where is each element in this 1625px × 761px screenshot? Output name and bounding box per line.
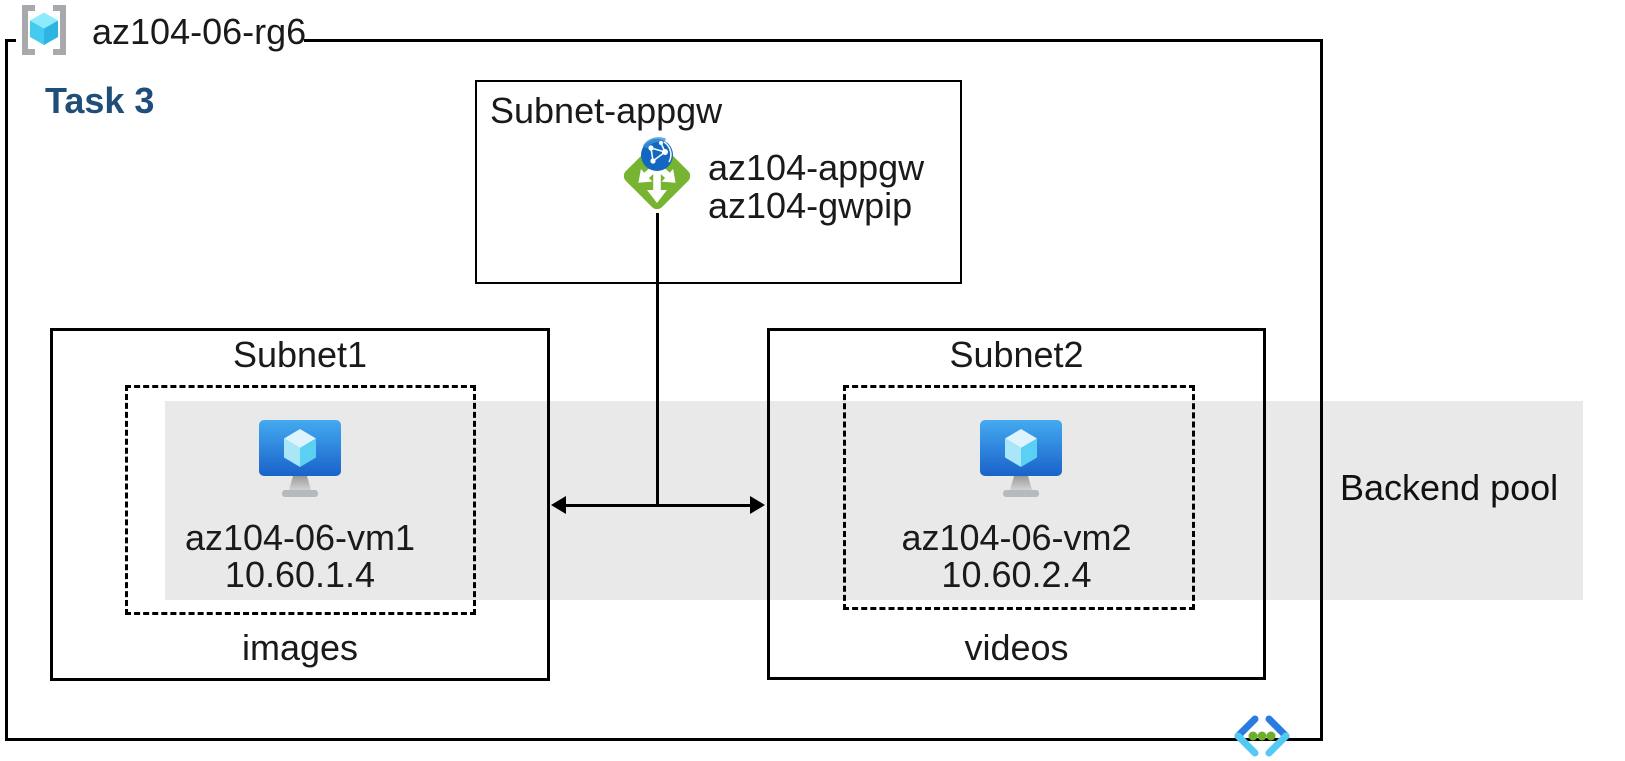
vm1-name: az104-06-vm1 xyxy=(184,517,416,558)
subnet2-title: Subnet2 xyxy=(949,334,1084,375)
connector-appgw-vertical-line xyxy=(656,213,659,506)
appgw-public-ip: az104-gwpip xyxy=(708,185,913,226)
backend-pool-label: Backend pool xyxy=(1340,467,1559,508)
vm1-labels: az104-06-vm1 10.60.1.4 xyxy=(50,519,550,593)
appgw-name: az104-appgw xyxy=(708,147,925,188)
arrowhead-right-icon xyxy=(750,496,765,514)
task-label: Task 3 xyxy=(45,80,155,121)
vm2-name: az104-06-vm2 xyxy=(901,517,1132,558)
application-gateway-icon xyxy=(615,134,699,223)
subnet1-box xyxy=(50,328,550,681)
virtual-machine-icon xyxy=(258,420,342,503)
subnet-appgw-box xyxy=(475,80,962,284)
subnet2-storage-label: videos xyxy=(964,627,1069,668)
vm2-labels: az104-06-vm2 10.60.2.4 xyxy=(767,519,1266,593)
resource-group-border-gap xyxy=(16,32,304,46)
arrowhead-left-icon xyxy=(551,496,566,514)
vm1-ip: 10.60.1.4 xyxy=(224,554,376,595)
connector-subnets-horizontal-line xyxy=(564,504,754,507)
resource-group-box xyxy=(5,39,1323,741)
subnet1-dashed-group xyxy=(125,385,476,615)
subnet-appgw-title: Subnet-appgw xyxy=(490,90,723,131)
application-gateway-labels: az104-appgw az104-gwpip xyxy=(708,149,924,225)
virtual-machine-icon xyxy=(979,420,1063,503)
vm2-ip: 10.60.2.4 xyxy=(941,554,1092,595)
resource-group-name: az104-06-rg6 xyxy=(92,11,307,52)
subnet1-storage-label: images xyxy=(241,627,359,668)
subnet1-title: Subnet1 xyxy=(232,334,368,375)
backend-pool-band xyxy=(165,401,1583,600)
subnet2-dashed-group xyxy=(843,385,1195,610)
subnet2-box xyxy=(767,328,1266,680)
resource-group-icon xyxy=(20,5,68,60)
virtual-network-icon xyxy=(1231,713,1293,761)
